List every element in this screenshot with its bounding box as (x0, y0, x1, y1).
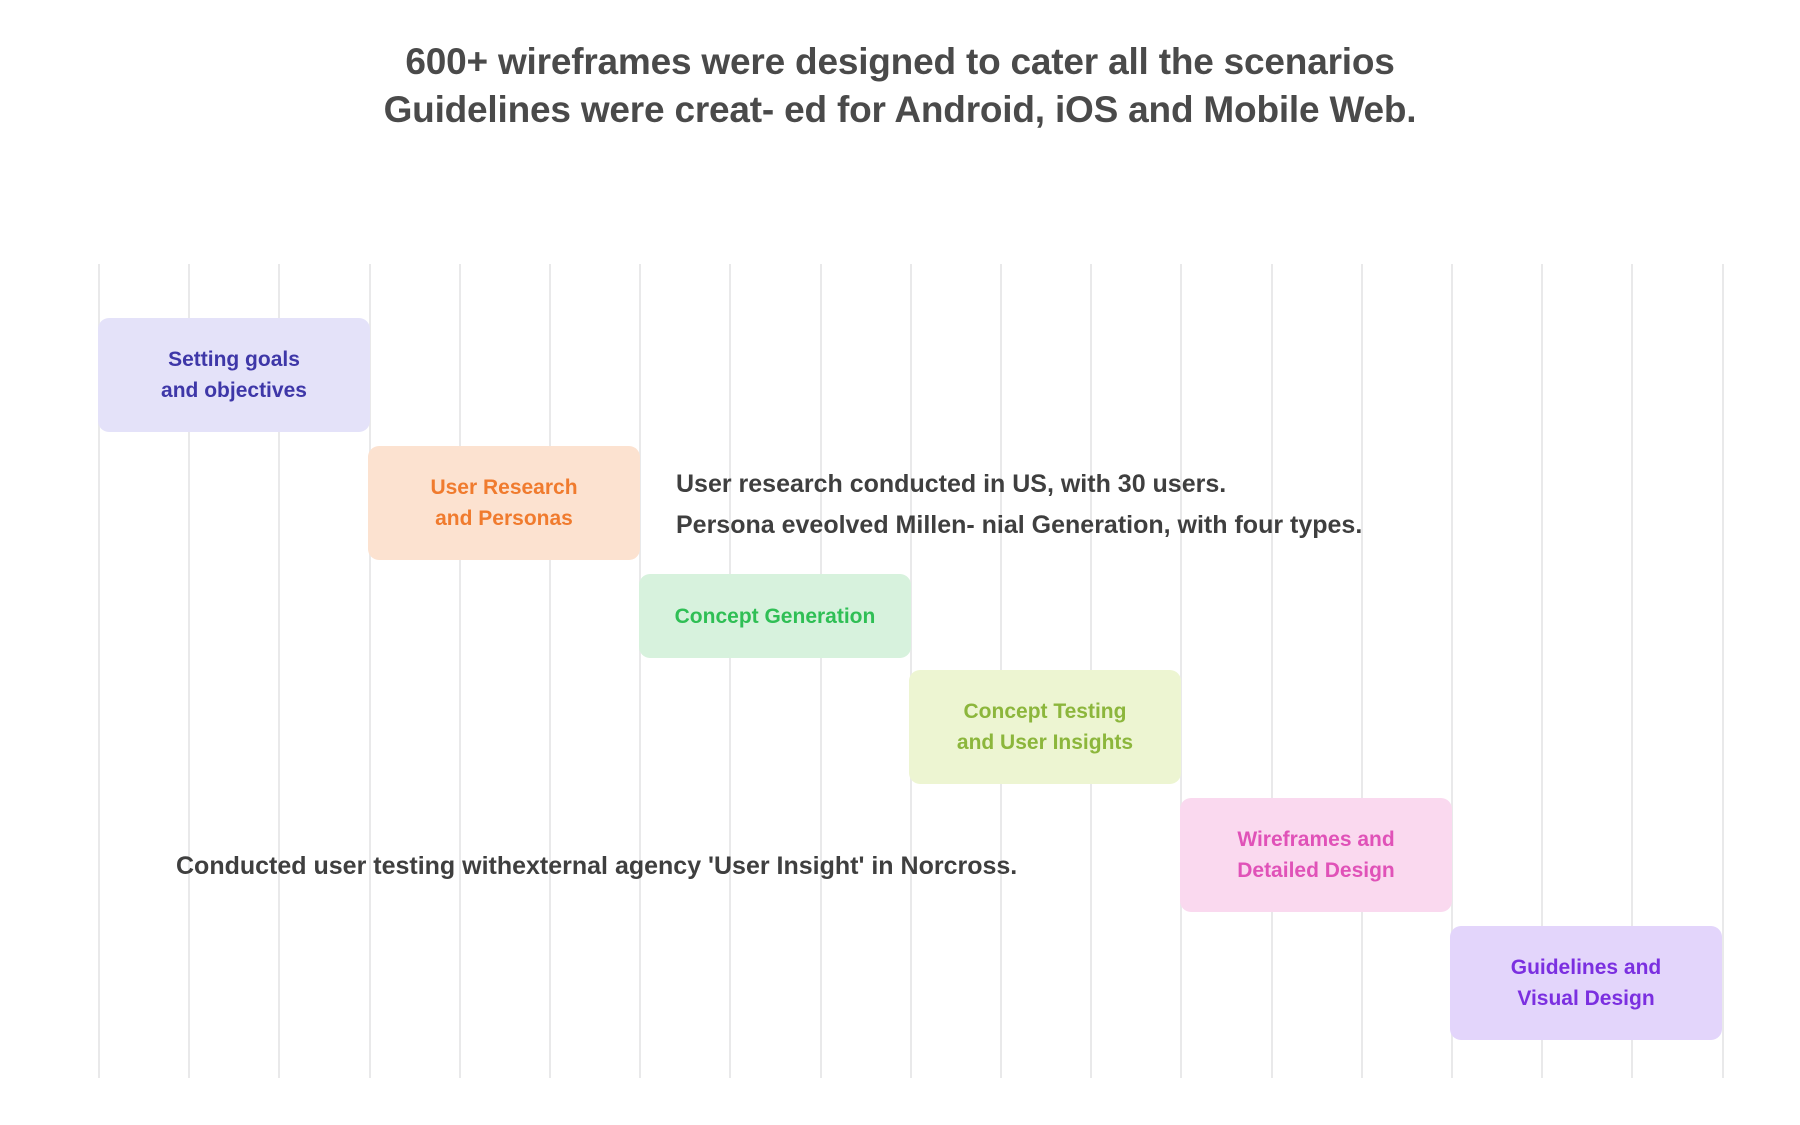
timeline-gridlines (0, 264, 1800, 1078)
gridline (1541, 264, 1543, 1078)
gridline (1271, 264, 1273, 1078)
timeline-card-label: Guidelines and (1510, 956, 1662, 979)
timeline-card-label: Wireframes and (1237, 828, 1395, 851)
gridline (369, 264, 371, 1078)
page-title: 600+ wireframes were designed to cater a… (0, 38, 1800, 134)
gridline (820, 264, 822, 1078)
timeline-card-label: User Research (430, 476, 578, 499)
timeline-card-concept-generation[interactable]: Concept Generation (639, 574, 911, 658)
annotation-user-testing-note: Conducted user testing withexternal agen… (176, 846, 1017, 887)
gridline (98, 264, 100, 1078)
gridline (910, 264, 912, 1078)
timeline-card-label: and Personas (435, 507, 573, 530)
gridline (1361, 264, 1363, 1078)
timeline-card-label: Visual Design (1517, 987, 1655, 1010)
gridline (729, 264, 731, 1078)
annotation-line: Persona eveolved Millen- nial Generation… (676, 511, 1363, 539)
timeline-card-label: and User Insights (956, 731, 1134, 754)
gridline (639, 264, 641, 1078)
timeline-card-concept-testing[interactable]: Concept Testing and User Insights (909, 670, 1181, 784)
gridline (1631, 264, 1633, 1078)
timeline-card-label: Concept Generation (674, 604, 876, 628)
page-title-line-2: Guidelines were creat- ed for Android, i… (383, 89, 1417, 130)
gridline (459, 264, 461, 1078)
timeline-card-user-research[interactable]: User Research and Personas (368, 446, 640, 560)
gridline (549, 264, 551, 1078)
page-title-line-1: 600+ wireframes were designed to cater a… (405, 41, 1395, 82)
annotation-line: User research conducted in US, with 30 u… (676, 470, 1227, 498)
gridline (1722, 264, 1724, 1078)
timeline-card-label: Concept Testing (963, 700, 1127, 723)
timeline-card-label: Setting goals (168, 348, 300, 371)
timeline-card-label: and objectives (161, 379, 307, 402)
timeline-card-label: Detailed Design (1237, 859, 1395, 882)
gridline (1451, 264, 1453, 1078)
gridline (278, 264, 280, 1078)
annotation-user-research-note: User research conducted in US, with 30 u… (676, 464, 1362, 546)
annotation-line: Conducted user testing withexternal agen… (176, 852, 1018, 880)
timeline-card-setting-goals[interactable]: Setting goals and objectives (98, 318, 370, 432)
gridline (1180, 264, 1182, 1078)
gridline (188, 264, 190, 1078)
